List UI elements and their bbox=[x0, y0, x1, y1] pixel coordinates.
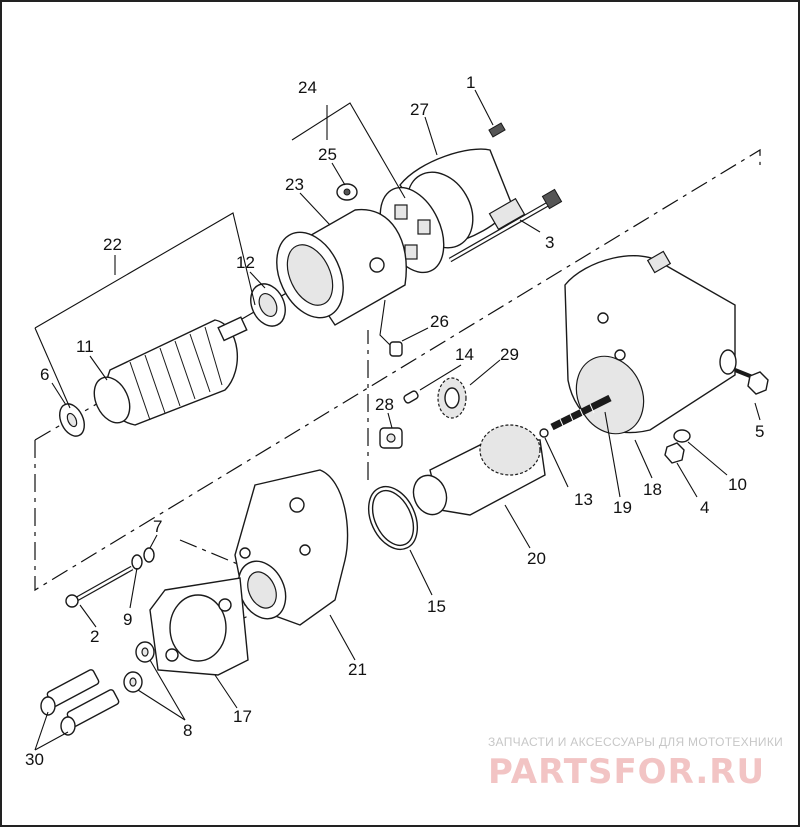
label-6: 6 bbox=[40, 365, 49, 384]
label-28: 28 bbox=[375, 395, 394, 414]
part-6-washer bbox=[59, 403, 85, 437]
part-25-clip bbox=[336, 183, 358, 201]
label-5: 5 bbox=[755, 422, 764, 441]
part-14-pin bbox=[403, 390, 419, 404]
part-7-washer bbox=[143, 547, 155, 563]
label-17: 17 bbox=[233, 707, 252, 726]
part-30-cap-screws bbox=[40, 669, 120, 736]
part-13-ball bbox=[539, 428, 549, 438]
label-9: 9 bbox=[123, 610, 132, 629]
part-21-drive-housing bbox=[234, 469, 349, 626]
label-11: 11 bbox=[76, 337, 94, 356]
part-12-bearing bbox=[250, 283, 286, 327]
part-1-screw bbox=[488, 122, 506, 138]
watermark-logo: PARTSFOR.RU bbox=[488, 752, 765, 792]
watermark: ЗАПЧАСТИ И АКСЕССУАРЫ ДЛЯ МОТОТЕХНИКИ PA… bbox=[488, 735, 783, 792]
label-22: 22 bbox=[103, 235, 122, 254]
part-17-gasket bbox=[149, 577, 249, 676]
leader-lines bbox=[34, 89, 761, 751]
part-11-armature bbox=[93, 316, 248, 426]
label-18: 18 bbox=[643, 480, 662, 499]
part-8-washers bbox=[123, 641, 155, 693]
label-12: 12 bbox=[236, 253, 255, 272]
part-26-wire-lead bbox=[379, 299, 403, 357]
label-8: 8 bbox=[183, 721, 192, 740]
label-15: 15 bbox=[427, 597, 446, 616]
part-9-lockwasher bbox=[131, 554, 143, 570]
label-30: 30 bbox=[25, 750, 44, 769]
label-23: 23 bbox=[285, 175, 304, 194]
label-25: 25 bbox=[318, 145, 337, 164]
part-20-starter-drive bbox=[412, 424, 546, 516]
label-3: 3 bbox=[545, 233, 554, 252]
label-24: 24 bbox=[298, 78, 317, 97]
label-1: 1 bbox=[466, 73, 475, 92]
label-4: 4 bbox=[700, 498, 709, 517]
part-29-idler-gear bbox=[437, 377, 467, 419]
part-4-nut bbox=[664, 442, 685, 464]
part-18-end-frame bbox=[564, 250, 756, 435]
part-15-o-ring bbox=[367, 485, 419, 551]
part-10-washer bbox=[673, 429, 691, 443]
part-23-field-housing bbox=[276, 208, 407, 326]
part-28-retainer bbox=[379, 427, 403, 449]
part-2-screw bbox=[65, 565, 134, 608]
label-2: 2 bbox=[90, 627, 99, 646]
label-19: 19 bbox=[613, 498, 632, 517]
label-13: 13 bbox=[574, 490, 593, 509]
label-26: 26 bbox=[430, 312, 449, 331]
label-20: 20 bbox=[527, 549, 546, 568]
label-7: 7 bbox=[153, 517, 162, 536]
label-29: 29 bbox=[500, 345, 519, 364]
label-21: 21 bbox=[348, 660, 367, 679]
label-14: 14 bbox=[455, 345, 474, 364]
label-10: 10 bbox=[728, 475, 747, 494]
label-27: 27 bbox=[410, 100, 429, 119]
watermark-tagline: ЗАПЧАСТИ И АКСЕССУАРЫ ДЛЯ МОТОТЕХНИКИ bbox=[488, 735, 783, 749]
part-5-nut bbox=[747, 371, 769, 395]
part-labels: 1 2 3 4 5 6 7 8 9 10 11 12 13 14 15 17 1… bbox=[25, 73, 764, 769]
part-3-through-bolt bbox=[448, 188, 563, 263]
part-19-plunger-shaft bbox=[550, 394, 612, 431]
